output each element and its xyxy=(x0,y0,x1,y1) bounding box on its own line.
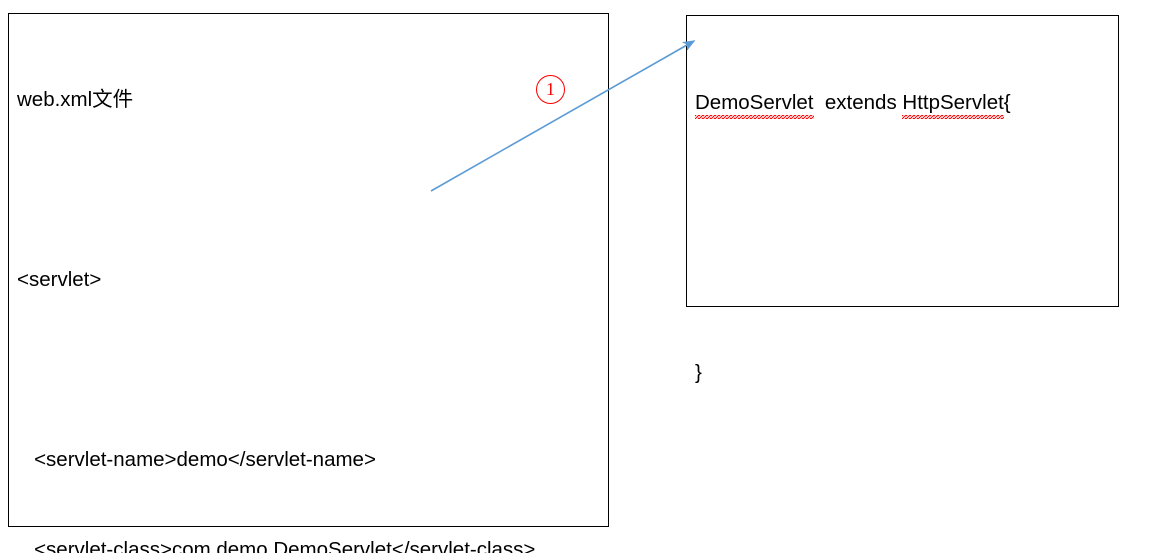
servlet-class-prefix: <servlet-class> xyxy=(17,538,172,553)
servlet-class-value-misspelled: com.demo.DemoServlet xyxy=(172,535,392,553)
webxml-code-block: web.xml文件 <servlet> <servlet-name>demo</… xyxy=(17,25,535,553)
code-line-servlet-open: <servlet> xyxy=(17,268,102,291)
code-line-blank-1 xyxy=(17,175,535,205)
code-line-title: web.xml文件 xyxy=(17,88,134,111)
superclass-name-misspelled: HttpServlet xyxy=(902,88,1005,119)
servlet-class-suffix: </servlet-class> xyxy=(391,538,536,553)
code-line-blank-2 xyxy=(17,355,535,385)
java-code-block: DemoServlet extends HttpServlet{ } xyxy=(695,28,1011,448)
code-line-servlet-name: <servlet-name>demo</servlet-name> xyxy=(17,448,376,471)
code-line-blank-4 xyxy=(695,178,1011,208)
callout-number-1: 1 xyxy=(536,75,565,104)
code-line-servlet-class: <servlet-class>com.demo.DemoServlet</ser… xyxy=(17,535,535,553)
java-class-box: DemoServlet extends HttpServlet{ } xyxy=(686,15,1119,384)
code-line-closing-brace: } xyxy=(695,361,702,384)
open-brace: { xyxy=(1003,91,1011,114)
class-name-misspelled: DemoServlet xyxy=(695,88,814,119)
code-line-class-declaration: DemoServlet extends HttpServlet{ xyxy=(695,88,1011,119)
webxml-code-box: web.xml文件 <servlet> <servlet-name>demo</… xyxy=(8,13,609,553)
extends-keyword: extends xyxy=(813,91,903,114)
code-line-blank-5 xyxy=(695,268,1011,298)
